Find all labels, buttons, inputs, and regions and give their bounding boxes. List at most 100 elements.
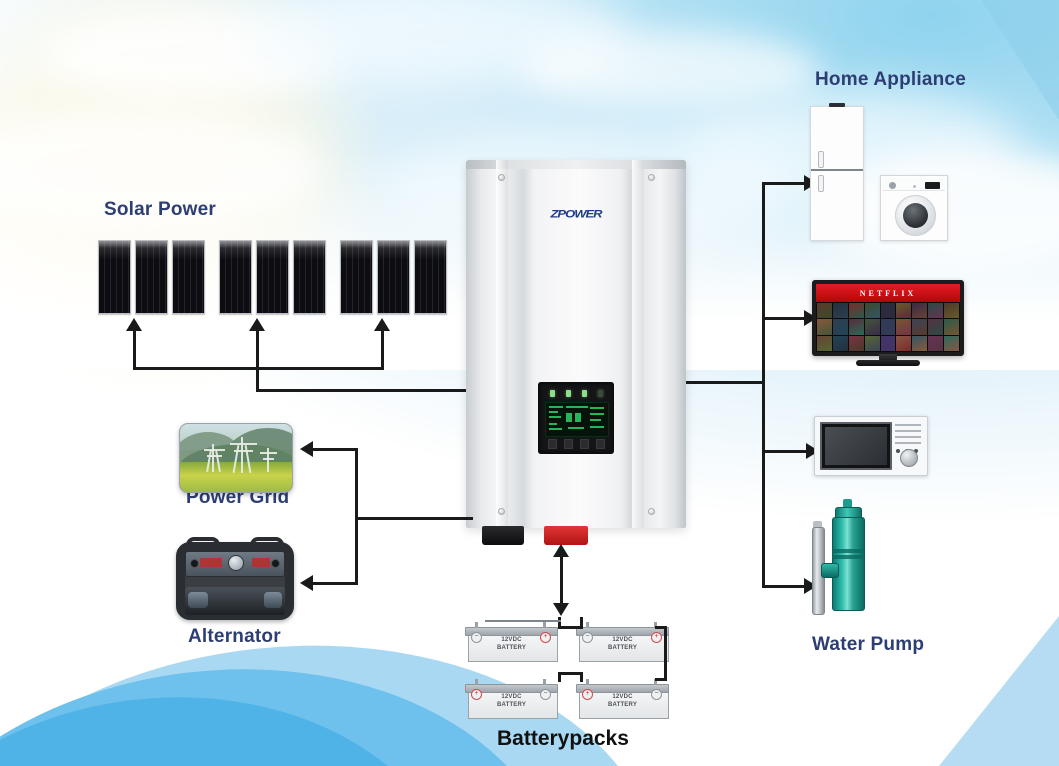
- netflix-thumbnail: [864, 335, 880, 351]
- battery-label: 12VDC BATTERY: [496, 694, 527, 708]
- netflix-thumbnail: [817, 335, 832, 351]
- fridge-handle: [818, 151, 824, 168]
- battery-unit: − + 12VDC BATTERY: [576, 620, 669, 662]
- netflix-thumbnail: [832, 335, 848, 351]
- netflix-logo-text: NETFLIX: [859, 288, 917, 298]
- solar-panel: [340, 240, 373, 314]
- microwave-control-panel: [893, 422, 923, 470]
- microwave-oven: [814, 416, 928, 476]
- power-grid-image: [179, 423, 293, 493]
- battery-lid: [465, 627, 558, 636]
- battery-terminal-positive: +: [582, 689, 593, 700]
- corner-accent-bottom-right: [939, 616, 1059, 766]
- led-indicator-icon: [549, 390, 555, 397]
- fridge-handle: [818, 175, 824, 192]
- label-water-pump: Water Pump: [812, 634, 925, 655]
- netflix-thumbnail: [848, 335, 864, 351]
- water-pump-unit: [812, 499, 880, 617]
- netflix-thumbnail: [817, 319, 832, 335]
- solar-panel: [293, 240, 326, 314]
- generator-sticker: [252, 558, 270, 567]
- battery-positive-terminal: [544, 526, 588, 545]
- tv-screen: NETFLIX: [816, 284, 960, 352]
- battery-terminal-negative: −: [471, 632, 482, 643]
- control-button[interactable]: [595, 438, 605, 449]
- inverter-screw: [648, 174, 655, 181]
- label-batterypacks: Batterypacks: [497, 727, 629, 750]
- washer-indicator-icon: [913, 185, 916, 188]
- netflix-thumbnail-grid: [816, 302, 960, 352]
- wire-inverter-to-load-trunk: [686, 381, 764, 384]
- inverter-brand-logo: ZPOWER: [550, 207, 602, 220]
- arrow-alternator-icon: [300, 575, 313, 591]
- netflix-thumbnail: [944, 319, 959, 335]
- wire-load-trunk-down: [762, 381, 765, 588]
- netflix-thumbnail: [864, 303, 880, 319]
- battery-terminal-negative: −: [540, 689, 551, 700]
- fridge-vent: [829, 103, 845, 107]
- hybrid-solar-inverter[interactable]: ZPOWER: [466, 160, 686, 545]
- wire-solar-riser-3: [381, 331, 384, 369]
- netflix-thumbnail: [864, 319, 880, 335]
- battery-label: 12VDC BATTERY: [496, 637, 527, 651]
- control-button[interactable]: [579, 438, 589, 449]
- control-button-row[interactable]: [544, 438, 608, 449]
- netflix-thumbnail: [880, 319, 896, 335]
- led-indicator-icon: [565, 390, 571, 397]
- solar-panel-group: [340, 240, 447, 314]
- netflix-thumbnail: [912, 303, 928, 319]
- solar-panel-group: [98, 240, 205, 314]
- wire-batt-link: [664, 626, 667, 678]
- arrow-solar-2-icon: [249, 318, 265, 331]
- netflix-thumbnail: [896, 319, 912, 335]
- generator-handle: [250, 537, 284, 550]
- solar-panel: [172, 240, 205, 314]
- wire-batt-link: [558, 672, 561, 682]
- microwave-window: [825, 427, 887, 465]
- battery-unit: + − 12VDC BATTERY: [465, 677, 558, 719]
- microwave-dial-icon: [900, 449, 918, 467]
- inverter-screw: [648, 508, 655, 515]
- washer-dial-icon: [889, 182, 896, 189]
- inverter-control-panel[interactable]: [538, 382, 614, 454]
- fridge-door-divider: [811, 169, 863, 171]
- wire-solar-riser-2: [256, 331, 259, 389]
- battery-negative-terminal: [482, 526, 524, 545]
- wire-to-alternator: [313, 582, 358, 585]
- washer-control-panel: [883, 178, 945, 191]
- wire-to-microwave: [762, 450, 808, 453]
- washing-machine: [880, 175, 948, 241]
- generator-gauge-icon: [228, 555, 244, 571]
- arrow-battery-down-icon: [553, 603, 569, 616]
- battery-terminal-positive: +: [471, 689, 482, 700]
- solar-panel-group: [219, 240, 326, 314]
- netflix-thumbnail: [880, 303, 896, 319]
- netflix-thumbnail: [896, 335, 912, 351]
- inverter-heat-fin: [632, 160, 644, 528]
- battery-lid: [576, 684, 669, 693]
- microwave-door: [820, 422, 892, 470]
- label-alternator: Alternator: [188, 626, 281, 647]
- pump-slim-cap: [813, 521, 822, 529]
- label-solar-power: Solar Power: [104, 199, 217, 220]
- wire-solar-bus: [133, 367, 384, 370]
- inverter-top-cap: [466, 160, 686, 169]
- netflix-banner: NETFLIX: [816, 284, 960, 302]
- inverter-screw: [498, 508, 505, 515]
- netflix-thumbnail: [928, 303, 944, 319]
- wire-to-tv: [762, 317, 806, 320]
- alternator-generator: [176, 537, 294, 620]
- led-indicator-icon: [581, 390, 587, 397]
- control-button[interactable]: [563, 438, 573, 449]
- generator-handle: [186, 537, 220, 550]
- control-button[interactable]: [547, 438, 557, 449]
- wire-batt-link: [558, 672, 583, 675]
- solar-panel: [256, 240, 289, 314]
- solar-panel: [135, 240, 168, 314]
- netflix-thumbnail: [944, 303, 959, 319]
- pump-outlet: [821, 563, 839, 578]
- microwave-button-icon: [914, 449, 918, 453]
- television: NETFLIX: [812, 280, 964, 366]
- inverter-screw: [498, 174, 505, 181]
- inverter-heat-fin: [496, 160, 508, 528]
